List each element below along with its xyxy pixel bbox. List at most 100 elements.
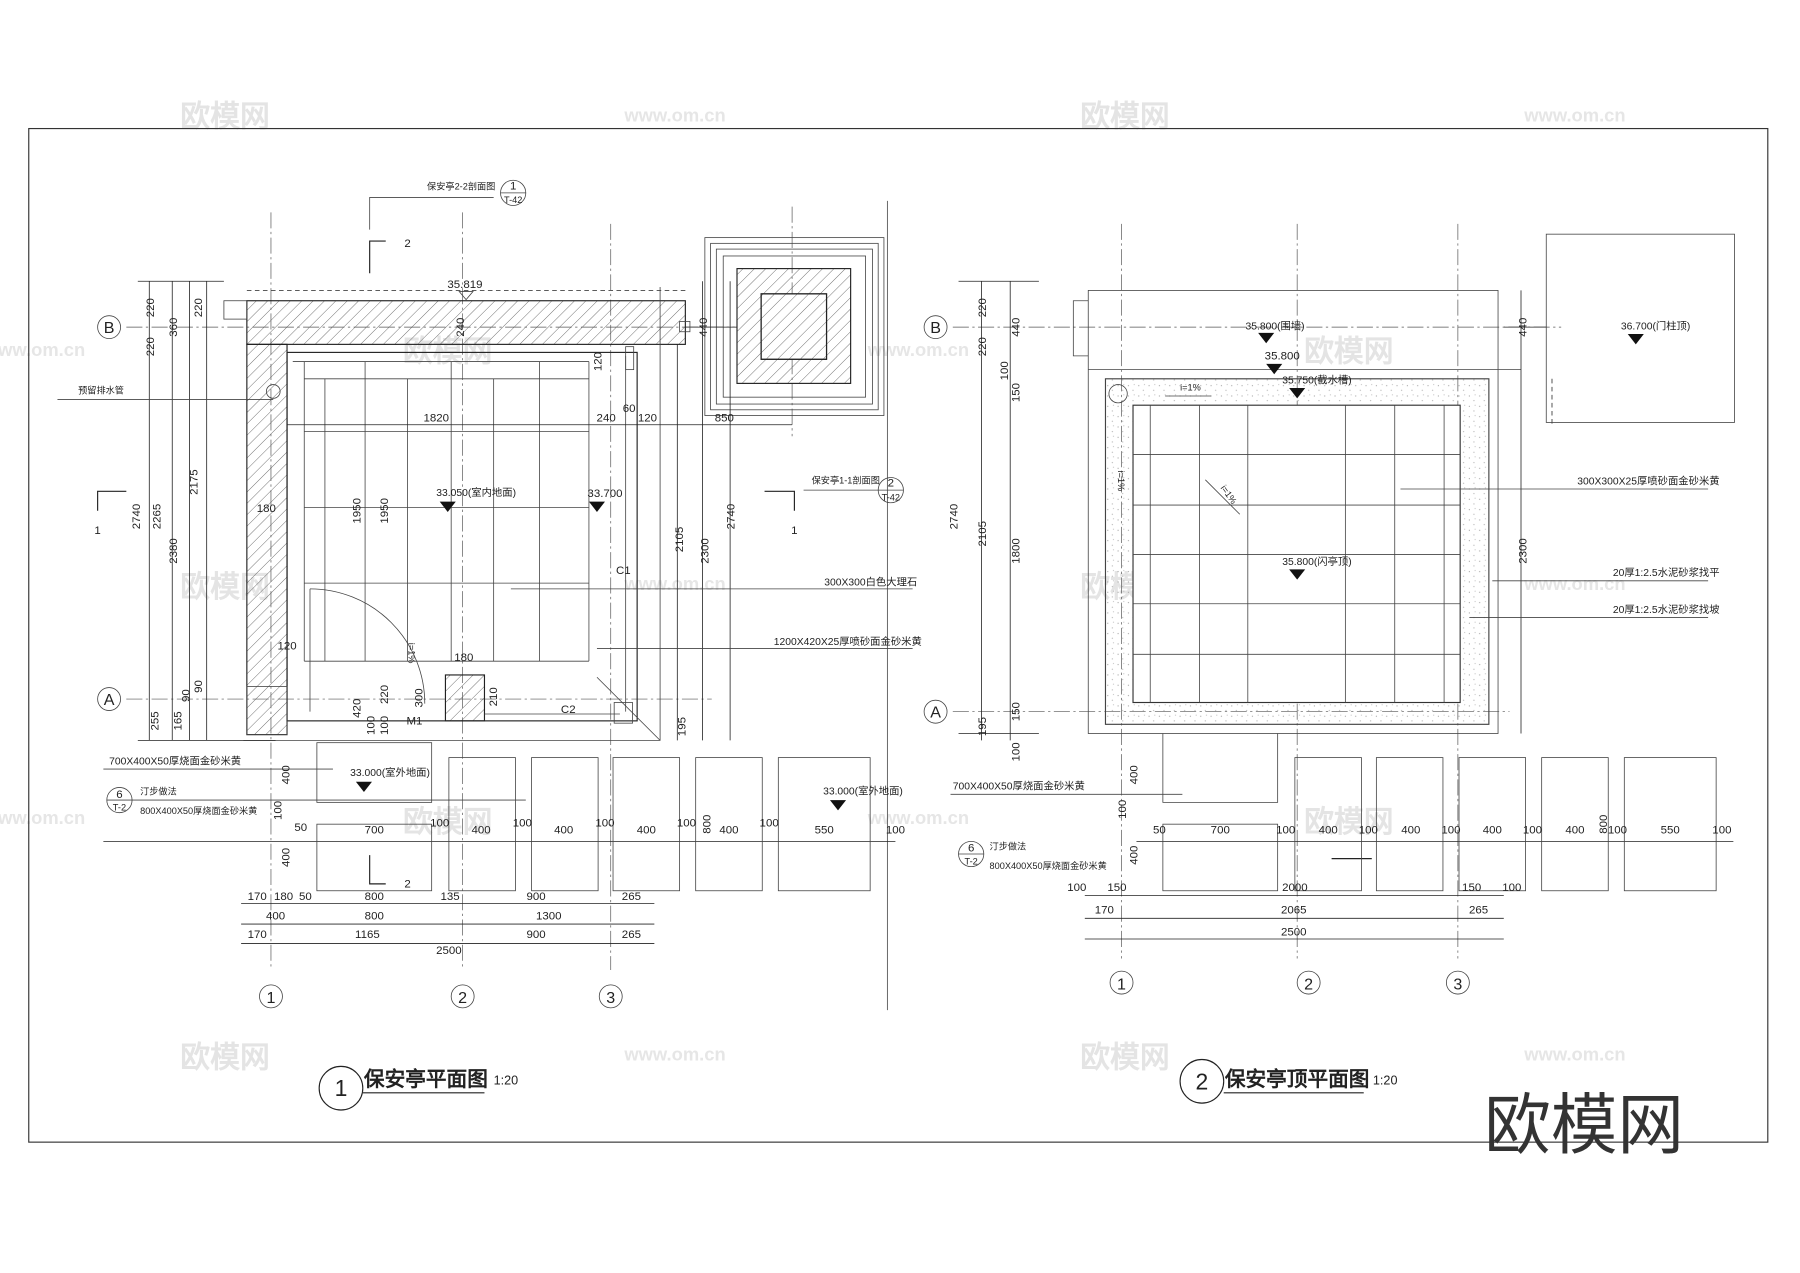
dimension-label: 100 [677, 817, 696, 829]
dimension-label: 1300 [536, 910, 562, 922]
dimension-label: 220 [977, 298, 989, 317]
dimension-label: 800 [702, 815, 714, 834]
dimension-label: 100 [1608, 824, 1627, 836]
dimension-label: 400 [1129, 765, 1141, 784]
dimension-label: 保安亭平面图 [363, 1067, 488, 1091]
dimension-label: 400 [266, 910, 285, 922]
dimension-label: 120 [593, 352, 605, 371]
axis-bubble-2: 2 [1296, 970, 1321, 995]
roof-tile-grid [1132, 404, 1461, 704]
dimension-label: 440 [1010, 318, 1022, 337]
dimension-label: 保安亭顶平面图 [1224, 1067, 1370, 1091]
drawing-title-roof-plan: 2 保安亭顶平面图 1:20 [1179, 1058, 1398, 1104]
watermark-url: www.om.cn [623, 105, 725, 126]
dimension-label: 1:20 [494, 1074, 519, 1088]
watermark-url: www.om.cn [867, 339, 969, 360]
dimension-label: 1820 [423, 412, 449, 424]
dimension-label: 265 [622, 929, 641, 941]
dimension-label: 100 [272, 801, 284, 820]
vertical-dimensions: 220 360 220 220 2740 2265 2380 2175 255 … [131, 298, 205, 730]
dimension-label: 400 [1565, 824, 1584, 836]
dimension-label: 170 [248, 929, 267, 941]
dimension-label: 400 [280, 848, 292, 867]
dimension-label: 1950 [351, 498, 363, 524]
dimension-label: 300 [413, 688, 425, 707]
dimension-label: 240 [597, 412, 616, 424]
note-step-stone: 800X400X50厚烧面金砂米黄 [990, 860, 1107, 871]
dimension-label: 100 [430, 817, 449, 829]
dimension-label: 100 [1441, 824, 1460, 836]
dimension-label: 50 [299, 891, 312, 903]
dimension-label: 220 [977, 337, 989, 356]
slope-label: i=1% [1116, 471, 1126, 492]
dimension-label: 2380 [168, 538, 180, 564]
interior-dimensions: 180 1820 1950 1950 240 60 120 120 850 24… [257, 318, 738, 737]
axis-bubble-1: 1 [1109, 970, 1134, 995]
dimension-label: 220 [145, 298, 157, 317]
dimension-label: 210 [488, 687, 500, 706]
dimension-label: 360 [168, 318, 180, 337]
dimension-label: B [930, 319, 941, 337]
dimension-label: 1 [335, 1075, 348, 1101]
dimension-label: 6 [116, 789, 122, 801]
dimension-label: 100 [513, 817, 532, 829]
elevation-roof: 35.800(闪亭顶) [1282, 555, 1351, 568]
dimension-label: 265 [1469, 905, 1488, 917]
axis-bubble-1: 1 [259, 984, 283, 1009]
axis-bubble-2: 2 [450, 984, 475, 1009]
axis-bubble-3: 3 [1445, 970, 1470, 995]
dimension-label: 2300 [699, 538, 711, 564]
watermark-logo: 欧模网 [180, 100, 269, 133]
drawing-title-floor-plan: 1 保安亭平面图 1:20 [318, 1065, 519, 1111]
dimension-label: 255 [149, 711, 161, 730]
stone-dimensions: 400 100 50 700 100 400 100 400 100 400 1… [272, 765, 905, 903]
dimension-label: 100 [1067, 882, 1086, 894]
dimension-label: 2500 [1281, 927, 1307, 939]
dimension-label: T-2 [965, 856, 978, 866]
dimension-label: 1800 [1010, 538, 1022, 564]
dimension-label: 700 [365, 824, 384, 836]
elevation-wall: 35.800(围墙) [1246, 319, 1305, 332]
elevation-post: 36.700(门柱顶) [1621, 319, 1690, 332]
note-slope: 20厚1:2.5水泥砂浆找坡 [1613, 603, 1720, 616]
watermark-url: www.om.cn [1523, 105, 1625, 126]
elevation-indoor: 33.050(室内地面) [436, 486, 516, 499]
dimension-label: 3 [1453, 975, 1462, 993]
window-tag: C1 [616, 565, 631, 577]
elevation-step: 33.700 [587, 488, 622, 500]
dimension-label: 100 [1010, 742, 1022, 761]
section-mark: 2 [404, 878, 410, 890]
dimension-label: 220 [379, 685, 391, 704]
axis-bubble-a: A [923, 699, 948, 724]
watermark-url: www.om.cn [0, 807, 85, 828]
dimension-label: 2105 [977, 521, 989, 547]
watermark-logo: 欧模网 [1304, 806, 1393, 839]
floor-plan: B A 1 2 3 [57, 179, 922, 1111]
dimension-label: 100 [595, 817, 614, 829]
door-swing [309, 588, 426, 704]
dimension-label: 120 [638, 412, 657, 424]
dimension-label: 100 [886, 824, 905, 836]
watermark-url: www.om.cn [623, 573, 725, 594]
note-level: 20厚1:2.5水泥砂浆找平 [1613, 566, 1720, 579]
dimension-label: T-42 [882, 492, 900, 502]
dimension-label: 550 [1661, 824, 1680, 836]
watermark-url: www.om.cn [623, 1044, 725, 1065]
dimension-label: 1:20 [1373, 1074, 1398, 1088]
dimension-label: 180 [454, 652, 473, 664]
stepping-stones [1162, 733, 1717, 892]
dimension-label: 400 [554, 824, 573, 836]
elevation-label: 35.819 [447, 279, 482, 291]
bottom-dimensions: 170 180 800 135 900 265 400 800 1300 170… [248, 891, 641, 957]
note-sill: 1200X420X25厚喷砂面金砂米黄 [774, 635, 922, 648]
dimension-label: 1165 [355, 929, 380, 941]
dimension-label: 2065 [1281, 905, 1307, 917]
note-step-stone: 800X400X50厚烧面金砂米黄 [140, 805, 257, 816]
dimension-label: 150 [1107, 882, 1126, 894]
note-step-title: 汀步做法 [990, 840, 1027, 851]
dimension-label: 100 [365, 716, 377, 735]
dimension-label: 100 [1523, 824, 1542, 836]
dimension-label: 265 [622, 891, 641, 903]
dimension-label: 135 [440, 891, 459, 903]
dimension-label: 2105 [674, 527, 686, 553]
